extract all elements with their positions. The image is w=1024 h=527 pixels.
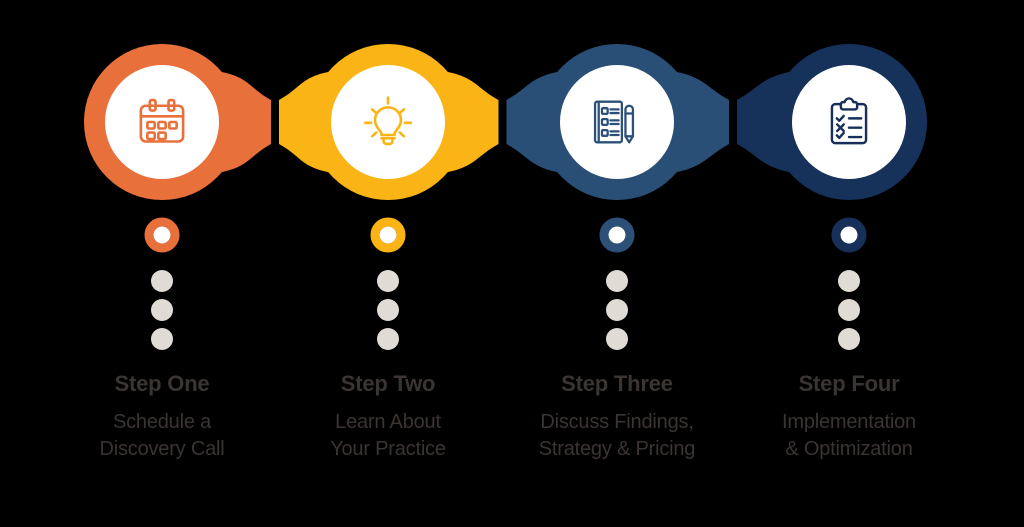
active-dot-step-three <box>599 217 635 253</box>
step-node-step-one[interactable] <box>84 44 271 200</box>
step-description-line2-step-one: Discovery Call <box>99 438 225 460</box>
dot-column-step-four <box>831 217 867 350</box>
dot-column-step-three <box>599 217 635 350</box>
step-title-step-two: Step Two <box>340 371 436 396</box>
step-description-line1-step-two: Learn About <box>335 411 441 433</box>
step-description-step-one: Schedule a Discovery Call <box>42 409 282 463</box>
step-title-step-one: Step One <box>114 371 210 396</box>
active-dot-core-step-three <box>608 226 626 244</box>
step-node-step-four[interactable] <box>737 44 927 200</box>
step-inner-circle-step-four <box>792 65 906 179</box>
connector-dot <box>606 299 628 321</box>
active-dot-step-one <box>144 217 180 253</box>
connector-dot <box>151 299 173 321</box>
connector-dot <box>151 328 173 350</box>
step-description-line2-step-two: Your Practice <box>330 438 446 460</box>
connector-dot <box>151 270 173 292</box>
connector-dot <box>606 328 628 350</box>
active-dot-step-four <box>831 217 867 253</box>
step-description-step-four: Implementation & Optimization <box>729 409 969 463</box>
connector-dots <box>144 217 867 350</box>
step-description-step-three: Discuss Findings, Strategy & Pricing <box>497 409 737 463</box>
step-node-step-three[interactable] <box>506 44 730 200</box>
step-title-step-four: Step Four <box>798 371 900 396</box>
dot-column-step-two <box>370 217 406 350</box>
connector-dot <box>377 328 399 350</box>
step-inner-circle-step-three <box>560 65 674 179</box>
step-node-step-two[interactable] <box>279 44 499 200</box>
connector-dot <box>838 328 860 350</box>
active-dot-core-step-two <box>379 226 397 244</box>
active-dot-core-step-one <box>153 226 171 244</box>
step-nodes <box>84 44 927 200</box>
active-dot-step-two <box>370 217 406 253</box>
dot-column-step-one <box>144 217 180 350</box>
connector-dot <box>606 270 628 292</box>
connector-dot <box>838 299 860 321</box>
step-description-line2-step-four: & Optimization <box>785 438 913 460</box>
connector-dot <box>377 270 399 292</box>
step-description-line1-step-four: Implementation <box>782 411 916 433</box>
step-description-line2-step-three: Strategy & Pricing <box>538 438 696 460</box>
step-description-line1-step-three: Discuss Findings, <box>540 411 694 433</box>
step-description-line1-step-one: Schedule a <box>112 411 212 433</box>
step-inner-circle-step-two <box>331 65 445 179</box>
connector-dot <box>377 299 399 321</box>
connector-dot <box>838 270 860 292</box>
step-title-step-three: Step Three <box>561 371 673 396</box>
active-dot-core-step-four <box>840 226 858 244</box>
